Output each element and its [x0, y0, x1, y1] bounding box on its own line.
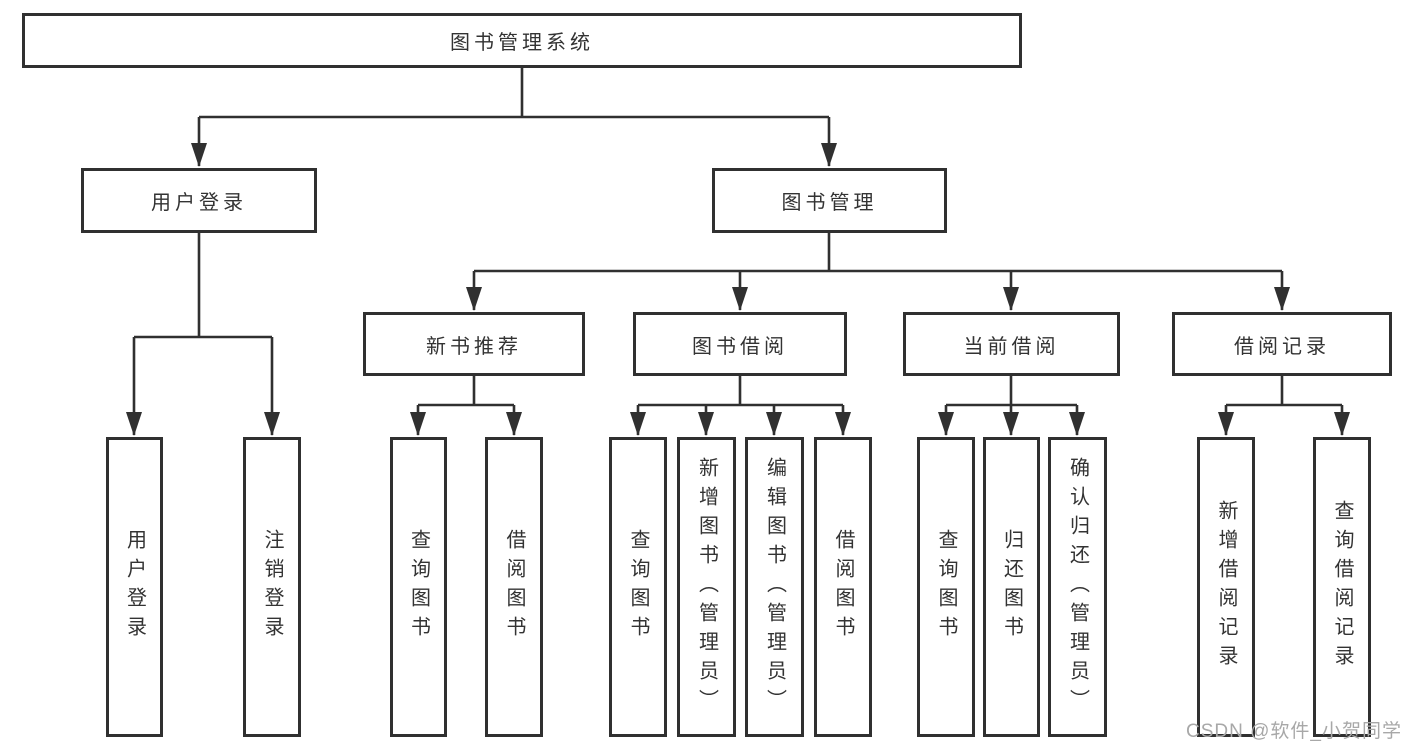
connector-recommend: [418, 376, 514, 407]
node-book-borrowing: 图书借阅: [633, 312, 847, 376]
leaf-current-query-books: 查询图书: [917, 437, 975, 737]
leaf-borrowing-edit-books-admin: 编辑图书（管理员）: [745, 437, 804, 737]
node-current-borrowing: 当前借阅: [903, 312, 1120, 376]
leaf-borrowing-query-books: 查询图书: [609, 437, 667, 737]
node-book-management: 图书管理: [712, 168, 947, 233]
leaf-borrowing-borrow-books: 借阅图书: [814, 437, 872, 737]
connector-root: [199, 68, 829, 119]
node-root-system: 图书管理系统: [22, 13, 1022, 68]
connector-records: [1226, 376, 1342, 407]
leaf-current-confirm-return-admin: 确认归还（管理员）: [1048, 437, 1107, 737]
leaf-records-add-borrow-record: 新增借阅记录: [1197, 437, 1255, 737]
node-user-login-branch: 用户登录: [81, 168, 317, 233]
leaf-borrowing-add-books-admin: 新增图书（管理员）: [677, 437, 736, 737]
connector-borrowing: [638, 376, 843, 407]
leaf-logout-login: 注销登录: [243, 437, 301, 737]
node-new-book-recommendation: 新书推荐: [363, 312, 585, 376]
node-borrowing-records: 借阅记录: [1172, 312, 1392, 376]
csdn-watermark: CSDN @软件_小贺同学: [1186, 721, 1402, 742]
leaf-recommend-query-books: 查询图书: [390, 437, 447, 737]
leaf-recommend-borrow-books: 借阅图书: [485, 437, 543, 737]
connector-book-management: [474, 233, 1282, 273]
leaf-current-return-books: 归还图书: [983, 437, 1040, 737]
connector-current: [946, 376, 1077, 407]
leaf-user-login: 用户登录: [106, 437, 163, 737]
connector-user-login: [134, 233, 272, 339]
leaf-records-query-borrow-record: 查询借阅记录: [1313, 437, 1371, 737]
